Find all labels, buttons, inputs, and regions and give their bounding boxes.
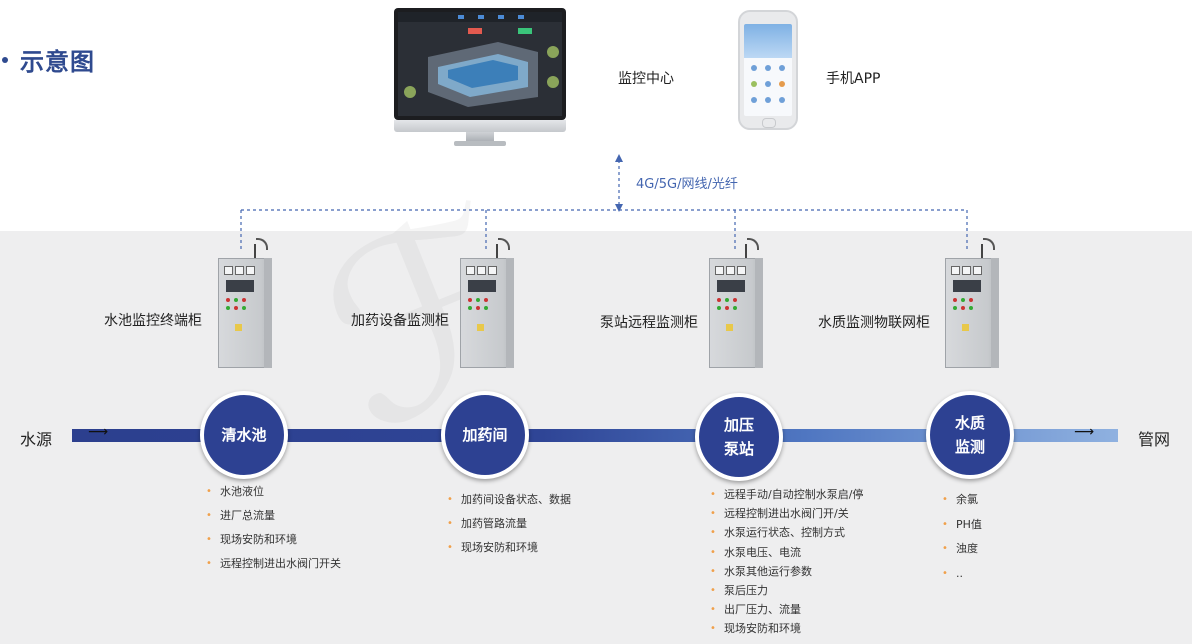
wifi-signal-icon [983, 238, 995, 250]
flow-arrow-right-icon: ⟶ [1074, 424, 1095, 440]
phone-app-label: 手机APP [826, 71, 881, 87]
water-flow-pipeline [72, 429, 1118, 442]
list-item: 水泵其他运行参数 [710, 562, 863, 581]
list-item: 出厂压力、流量 [710, 600, 863, 619]
wifi-signal-icon [256, 238, 268, 250]
water-source-label: 水源 [20, 430, 53, 449]
list-item: 水泵电压、电流 [710, 543, 863, 562]
monitoring-center-label: 监控中心 [618, 71, 674, 87]
list-item: 远程控制进出水阀门开/关 [710, 504, 863, 523]
pool-monitoring-items: 水池液位 进厂总流量 现场安防和环境 远程控制进出水阀门开关 [206, 480, 341, 576]
cabinet-pool-terminal [218, 238, 272, 368]
wifi-signal-icon [498, 238, 510, 250]
antenna-icon [496, 244, 498, 258]
monitor-screen [398, 12, 562, 116]
phone-screen [744, 24, 792, 116]
wifi-signal-icon [747, 238, 759, 250]
uplink-arrow-down-icon [615, 204, 623, 212]
flow-arrow-left-icon: ⟶ [88, 424, 109, 440]
network-type-label: 4G/5G/网线/光纤 [636, 177, 738, 192]
monitor-screen-illustration [398, 12, 562, 107]
monitor-chin [394, 120, 566, 132]
list-item: 远程手动/自动控制水泵启/停 [710, 485, 863, 504]
phone-home-button [762, 118, 776, 128]
page-title-text: 示意图 [20, 48, 95, 76]
cabinet-water-quality [945, 238, 999, 368]
node-clear-water-pool: 清水池 [200, 391, 288, 479]
network-connection-lines [240, 154, 968, 250]
pipe-network-label: 管网 [1138, 430, 1171, 449]
antenna-icon [981, 244, 983, 258]
list-item: 现场安防和环境 [447, 536, 571, 560]
list-item: 现场安防和环境 [710, 619, 863, 638]
list-item: PH值 [942, 513, 982, 538]
antenna-icon [745, 244, 747, 258]
cabinet-label-2: 加药设备监测柜 [351, 313, 449, 329]
monitor-bezel [394, 8, 566, 120]
pump-station-monitoring-items: 远程手动/自动控制水泵启/停 远程控制进出水阀门开/关 水泵运行状态、控制方式 … [710, 485, 863, 639]
list-item: 余氯 [942, 488, 982, 513]
mobile-phone-image [738, 10, 798, 130]
title-bullet-icon [2, 57, 8, 63]
dosing-monitoring-items: 加药间设备状态、数据 加药管路流量 现场安防和环境 [447, 488, 571, 560]
cabinet-label-1: 水池监控终端柜 [104, 313, 202, 329]
list-item: 加药管路流量 [447, 512, 571, 536]
cabinet-dosing-monitor [460, 238, 514, 368]
node-dosing-room: 加药间 [441, 391, 529, 479]
list-item: 现场安防和环境 [206, 528, 341, 552]
cabinet-label-4: 水质监测物联网柜 [818, 315, 930, 331]
list-item: 进厂总流量 [206, 504, 341, 528]
monitor-stand-neck [466, 132, 494, 142]
node-water-quality-monitoring: 水质 监测 [926, 391, 1014, 479]
list-item: .. [942, 562, 982, 587]
cabinet-pump-station [709, 238, 763, 368]
list-item: 水池液位 [206, 480, 341, 504]
cabinet-label-3: 泵站远程监测柜 [600, 315, 698, 331]
water-quality-monitoring-items: 余氯 PH值 浊度 .. [942, 488, 982, 586]
phone-app-icons [751, 65, 785, 103]
list-item: 加药间设备状态、数据 [447, 488, 571, 512]
list-item: 水泵运行状态、控制方式 [710, 523, 863, 542]
monitoring-center-monitor-image [394, 8, 566, 146]
list-item: 泵后压力 [710, 581, 863, 600]
uplink-arrow-up-icon [615, 154, 623, 162]
list-item: 远程控制进出水阀门开关 [206, 552, 341, 576]
phone-app-header [744, 24, 792, 58]
list-item: 浊度 [942, 537, 982, 562]
monitor-stand-base [454, 141, 506, 146]
node-booster-pump-station: 加压 泵站 [695, 393, 783, 481]
page-title: 示意图 [2, 42, 95, 77]
antenna-icon [254, 244, 256, 258]
